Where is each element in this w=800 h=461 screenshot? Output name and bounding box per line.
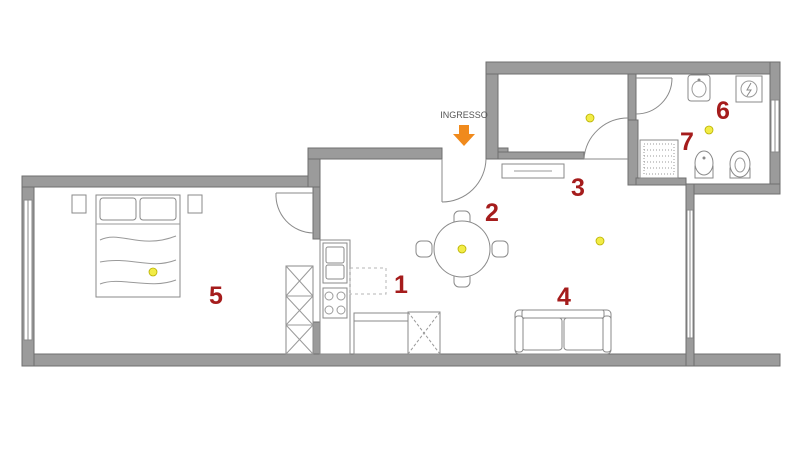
wardrobe bbox=[285, 265, 314, 355]
room-number-2: 2 bbox=[485, 199, 499, 227]
entry-marker: INGRESSO bbox=[440, 110, 488, 146]
kitchen-furniture bbox=[319, 239, 441, 355]
electric-boiler-icon bbox=[735, 75, 763, 103]
sofa-icon bbox=[514, 309, 612, 355]
room-number-5: 5 bbox=[209, 282, 223, 310]
room-number-7: 7 bbox=[680, 128, 694, 156]
bidet-icon bbox=[694, 150, 714, 179]
ceiling-lights bbox=[148, 113, 714, 277]
room-number-4: 4 bbox=[557, 283, 571, 311]
sink-icon bbox=[687, 74, 711, 102]
storage-furniture bbox=[501, 163, 565, 179]
doors bbox=[275, 77, 673, 234]
bedroom-furniture bbox=[71, 194, 314, 355]
ceiling-light-icon bbox=[148, 267, 158, 277]
cooktop bbox=[322, 287, 348, 319]
entry-arrow-icon bbox=[453, 125, 475, 146]
toilet-icon bbox=[729, 150, 751, 179]
bed-icon bbox=[95, 194, 181, 298]
ceiling-light-icon bbox=[585, 113, 595, 123]
ceiling-light-icon bbox=[704, 125, 714, 135]
shower-icon bbox=[639, 139, 679, 179]
ceiling-light-icon bbox=[595, 236, 605, 246]
room-number-1: 1 bbox=[394, 271, 408, 299]
room-number-6: 6 bbox=[716, 97, 730, 125]
bathroom-fixtures bbox=[639, 74, 763, 179]
ceiling-light-icon bbox=[457, 244, 467, 254]
sink-icon bbox=[322, 242, 348, 284]
windows bbox=[23, 99, 780, 341]
room-number-3: 3 bbox=[571, 174, 585, 202]
entry-label: INGRESSO bbox=[440, 110, 488, 120]
room-numbers: 1 2 3 4 5 6 7 bbox=[209, 97, 730, 311]
